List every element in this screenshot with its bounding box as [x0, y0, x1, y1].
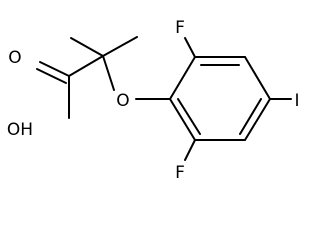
- bond-ring-fluorine-top: [184, 37, 196, 58]
- bond-methyl-right: [102, 36, 138, 57]
- aromatic-ring-bonds: [135, 37, 292, 161]
- ring-bond-c6-c1: [169, 98, 196, 141]
- bond-methyl-left: [70, 37, 104, 57]
- bond-quaternary-ether: [102, 55, 115, 91]
- acid-fragment-bonds: [36, 36, 138, 119]
- ring-bond-c4-c5: [244, 98, 271, 141]
- ring-bond-c1-c2: [169, 56, 196, 100]
- atom-label-fluorine-bottom: F: [175, 163, 185, 183]
- atom-label-iodine: I: [294, 91, 299, 111]
- atom-label-fluorine-top: F: [175, 18, 185, 38]
- bond-carbonyl-inner: [36, 68, 67, 84]
- ring-bond-c3-c4: [244, 56, 271, 100]
- atom-label-ether-oxygen: O: [116, 91, 129, 111]
- atom-label-carbonyl-oxygen: O: [8, 48, 21, 68]
- ring-double-bond-inner-right: [239, 98, 262, 135]
- ring-double-bond-inner-left: [177, 98, 201, 135]
- chemical-structure-diagram: F F I O O OH: [7, 18, 300, 183]
- atom-label-hydroxyl: OH: [7, 120, 33, 140]
- bond-carbonyl-outer: [39, 61, 70, 77]
- atom-labels: F F I O O OH: [7, 18, 300, 183]
- bond-ring-fluorine-bottom: [184, 139, 196, 161]
- bond-quaternary-carboxyl: [68, 55, 104, 77]
